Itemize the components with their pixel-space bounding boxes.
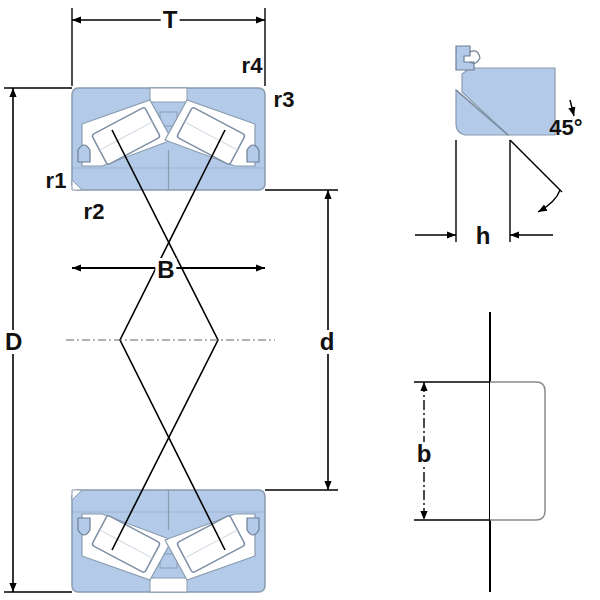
dimension-label: r2 bbox=[82, 201, 107, 223]
dimension-label: d bbox=[318, 330, 337, 354]
dimension-label: r1 bbox=[44, 170, 69, 192]
seal-detail bbox=[414, 312, 545, 592]
dimension-label: h bbox=[474, 224, 493, 248]
dimension-label: B bbox=[155, 258, 176, 282]
dimension-label: r4 bbox=[240, 55, 265, 77]
dimension-label: T bbox=[161, 8, 180, 32]
dimension-label: D bbox=[3, 330, 24, 354]
dimension-label: 45° bbox=[547, 117, 584, 139]
corner-detail bbox=[415, 46, 574, 242]
dimension-label: r3 bbox=[272, 89, 297, 111]
dimension-label: b bbox=[415, 442, 434, 466]
